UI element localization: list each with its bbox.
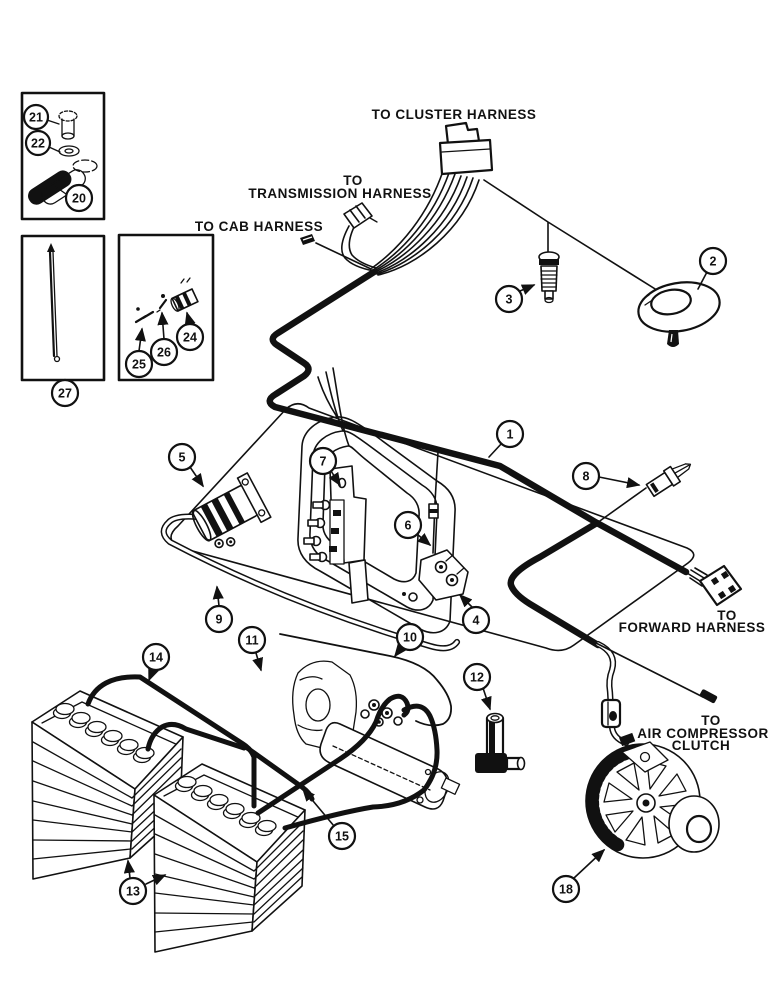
cab-connector xyxy=(300,234,315,245)
label-transmission-harness: TRANSMISSION HARNESS xyxy=(248,186,431,201)
callout-13: 13 xyxy=(118,876,148,906)
callout-27: 27 xyxy=(50,378,80,408)
sleeve-part-24 xyxy=(170,288,199,312)
cable-starter-loop xyxy=(282,703,440,831)
wire-clip xyxy=(600,698,622,729)
harness-main-run xyxy=(266,268,690,576)
solenoid-part-5 xyxy=(191,472,272,549)
svg-text:13: 13 xyxy=(126,885,140,899)
callout-25: 25 xyxy=(124,349,154,379)
callout-26: 26 xyxy=(149,337,179,367)
svg-text:11: 11 xyxy=(245,634,258,648)
screw-part-21 xyxy=(58,110,78,140)
callout-20: 20 xyxy=(64,183,94,213)
svg-text:14: 14 xyxy=(149,651,163,665)
air-compressor-terminal xyxy=(699,689,718,704)
callout-12: 12 xyxy=(462,662,492,692)
callout-3: 3 xyxy=(494,284,524,314)
callout-5: 5 xyxy=(167,442,197,472)
callout-18: 18 xyxy=(551,874,581,904)
engine-outline xyxy=(170,402,695,652)
callout-15: 15 xyxy=(327,821,357,851)
svg-text:9: 9 xyxy=(216,613,223,627)
terminal-block-part-7 xyxy=(303,465,369,604)
cable-9 xyxy=(160,513,461,652)
starter-solenoid-terminals xyxy=(360,699,403,727)
label-cluster-harness: TO CLUSTER HARNESS xyxy=(372,107,537,122)
label-cab-harness: TO CAB HARNESS xyxy=(195,219,323,234)
alternator-bracket xyxy=(621,741,669,773)
callout-11: 11 xyxy=(237,625,267,655)
svg-text:15: 15 xyxy=(335,830,349,844)
svg-text:4: 4 xyxy=(473,614,480,628)
cable-10 xyxy=(279,633,452,727)
battery-right xyxy=(153,763,306,953)
alternator-part-18 xyxy=(585,732,720,859)
svg-text:27: 27 xyxy=(58,387,72,401)
label-air-clutch: CLUTCH xyxy=(672,738,731,753)
svg-text:3: 3 xyxy=(506,293,513,307)
cluster-connector xyxy=(438,121,494,176)
callout-1: 1 xyxy=(495,419,525,449)
grommet-part-2 xyxy=(637,281,721,347)
callout-9: 9 xyxy=(204,604,234,634)
svg-text:10: 10 xyxy=(403,631,417,645)
svg-text:8: 8 xyxy=(583,470,590,484)
sensor-wire xyxy=(596,487,647,524)
transmission-connector xyxy=(343,202,378,229)
svg-text:24: 24 xyxy=(183,331,197,345)
cab-wire xyxy=(315,242,372,270)
forward-connector xyxy=(686,564,743,607)
svg-text:6: 6 xyxy=(405,519,412,533)
callout-7: 7 xyxy=(308,446,338,476)
air-compressor-wire xyxy=(593,641,704,698)
sender-wires xyxy=(483,179,661,293)
callout-21: 21 xyxy=(22,103,50,131)
svg-text:26: 26 xyxy=(157,346,171,360)
svg-text:25: 25 xyxy=(132,358,146,372)
svg-text:7: 7 xyxy=(320,455,327,469)
starter-motor xyxy=(292,660,461,810)
callout-4: 4 xyxy=(461,605,491,635)
svg-text:21: 21 xyxy=(29,111,43,125)
callout-6: 6 xyxy=(393,510,423,540)
harness-wire-fan xyxy=(371,170,480,276)
screw-part-26 xyxy=(156,294,168,313)
harness-branch-down xyxy=(507,519,602,649)
alternator-lead xyxy=(594,640,630,747)
pin-part-25 xyxy=(134,307,155,324)
label-air-compressor: AIR COMPRESSOR xyxy=(637,726,769,741)
main-harness xyxy=(266,170,718,747)
washer-part-22 xyxy=(58,145,98,173)
sender-part-3 xyxy=(538,251,560,304)
callout-14: 14 xyxy=(141,642,171,672)
transmission-wires xyxy=(341,222,377,272)
svg-text:20: 20 xyxy=(72,192,86,206)
svg-text:12: 12 xyxy=(470,671,484,685)
svg-text:1: 1 xyxy=(507,428,514,442)
callout-10: 10 xyxy=(395,622,425,652)
svg-text:18: 18 xyxy=(559,883,573,897)
svg-text:2: 2 xyxy=(710,255,717,269)
inset-box-strap xyxy=(20,234,106,382)
callout-8: 8 xyxy=(571,461,601,491)
svg-text:22: 22 xyxy=(31,137,45,151)
callout-2: 2 xyxy=(698,246,728,276)
callout-leaders xyxy=(123,271,708,886)
label-forward-harness: FORWARD HARNESS xyxy=(619,620,766,635)
callout-24: 24 xyxy=(175,322,205,352)
cable-ground xyxy=(145,721,247,752)
label-transmission-to: TO xyxy=(343,173,363,188)
cable-tie-part-27 xyxy=(47,243,61,363)
callout-22: 22 xyxy=(24,129,52,157)
label-air-to: TO xyxy=(701,713,721,728)
boot-part-12 xyxy=(475,712,526,773)
sensor-part-8 xyxy=(645,463,692,498)
regulator-parts-4-6 xyxy=(402,451,469,602)
label-forward-to: TO xyxy=(717,608,737,623)
svg-text:5: 5 xyxy=(179,451,186,465)
inset-box-mounting-hardware xyxy=(20,91,106,221)
